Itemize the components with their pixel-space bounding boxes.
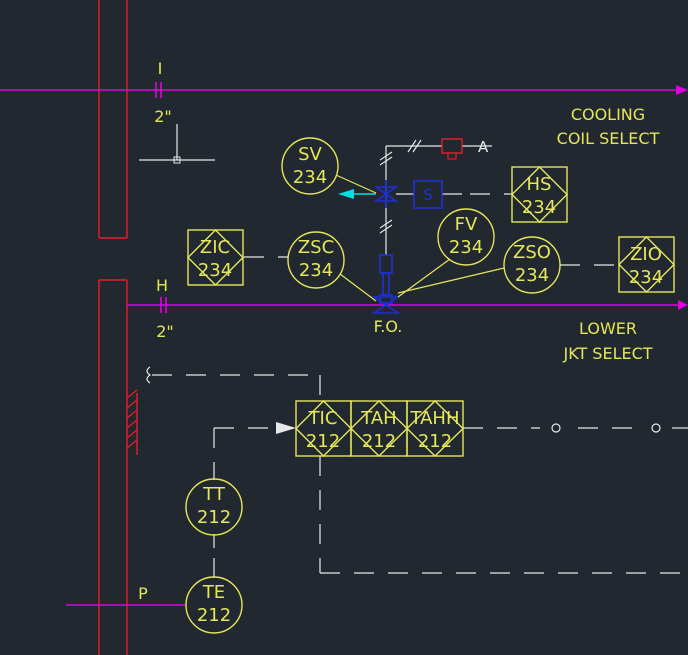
upper-line-code: I	[158, 59, 163, 78]
tahh-loop: 212	[418, 431, 452, 452]
lower-process-line	[127, 297, 688, 313]
zio-box	[618, 236, 675, 293]
lower-note-line2: JKT SELECT	[562, 344, 652, 363]
zic-tag: ZIC	[200, 237, 230, 258]
lower-line-code: H	[156, 276, 168, 295]
steam-line-code: P	[138, 584, 148, 603]
fv-tag: FV	[455, 214, 478, 235]
zso-loop: 234	[515, 265, 549, 286]
tt-loop: 212	[197, 507, 231, 528]
tt-bubble	[185, 478, 243, 536]
tic-loop: 212	[306, 431, 340, 452]
sv-bubble	[281, 137, 377, 195]
te-bubble	[185, 576, 243, 634]
zic-loop: 234	[198, 260, 232, 281]
temperature-signal-lines	[146, 366, 688, 578]
te-tag: TE	[202, 582, 225, 603]
solenoid-valve	[373, 180, 512, 209]
te-loop: 212	[197, 605, 231, 626]
tahh-box	[406, 400, 464, 457]
zsc-bubble	[244, 231, 377, 302]
tahh-tag: TAHH	[410, 408, 460, 429]
control-valve	[371, 254, 401, 314]
sv-loop: 234	[293, 167, 327, 188]
zsc-loop: 234	[299, 260, 333, 281]
tap-point	[139, 124, 215, 164]
zso-tag: ZSO	[513, 242, 551, 263]
upper-process-line	[0, 82, 688, 98]
cooling-note-line1: COOLING	[571, 105, 645, 124]
upper-line-size: 2"	[154, 107, 172, 126]
hs-box	[511, 166, 568, 223]
zio-tag: ZIO	[630, 244, 662, 265]
tah-loop: 212	[362, 431, 396, 452]
fv-loop: 234	[449, 237, 483, 258]
zsc-tag: ZSC	[298, 237, 334, 258]
zic-box	[187, 229, 244, 286]
fail-open-note: F.O.	[374, 317, 403, 336]
tt-tag: TT	[202, 484, 226, 505]
sv-tag: SV	[298, 144, 322, 165]
hs-loop: 234	[522, 197, 556, 218]
air-filter-regulator	[441, 138, 463, 160]
tah-tag: TAH	[360, 408, 396, 429]
zio-loop: 234	[629, 267, 663, 288]
lower-line-size: 2"	[156, 322, 174, 341]
lower-note-line1: LOWER	[579, 319, 637, 338]
air-label: A	[478, 138, 489, 156]
zso-bubble	[397, 236, 619, 294]
tic-tag: TIC	[308, 408, 338, 429]
cooling-note-line2: COIL SELECT	[557, 129, 660, 148]
flow-arrow	[338, 189, 376, 199]
solenoid-label: S	[423, 186, 433, 204]
vessel-wall	[98, 0, 138, 655]
hs-tag: HS	[527, 174, 552, 195]
